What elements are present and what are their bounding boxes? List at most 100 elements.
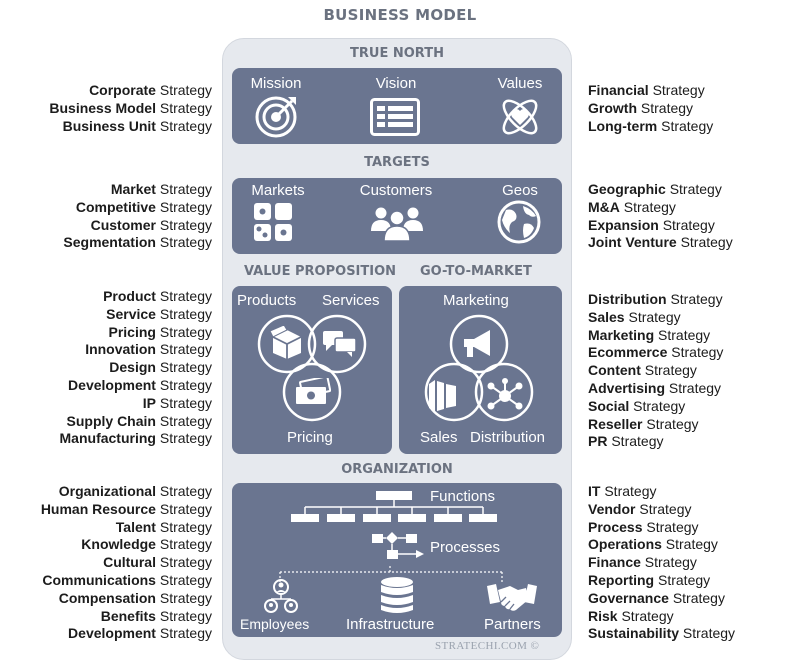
strategy-item: Growth Strategy xyxy=(588,99,694,116)
watermark: STRATECHI.COM © xyxy=(435,640,540,652)
strategy-item: Governance Strategy xyxy=(588,589,725,606)
chat-bubbles-icon xyxy=(323,331,357,357)
strategy-item: Geographic Strategy xyxy=(588,181,722,197)
values-label: Values xyxy=(497,75,543,92)
org-chart-icon xyxy=(291,491,497,522)
section-targets: TARGETS xyxy=(364,155,430,170)
strategy-item: Organizational Strategy xyxy=(58,483,212,499)
strategy-item: Development Strategy xyxy=(68,625,212,642)
section-true-north: TRUE NORTH xyxy=(350,46,444,61)
strategy-item: Market Strategy xyxy=(110,181,212,197)
strategy-item: Reporting Strategy xyxy=(588,571,711,588)
mission-label: Mission xyxy=(250,75,302,92)
document-icon xyxy=(370,98,420,136)
strategy-item: M&A Strategy xyxy=(588,198,676,215)
distribution-network-icon xyxy=(487,378,523,410)
globe-icon xyxy=(497,200,541,244)
strategy-item: PR Strategy xyxy=(588,433,664,450)
strategy-item: Corporate Strategy xyxy=(89,82,212,98)
process-flow-icon xyxy=(372,532,424,559)
products-label: Products xyxy=(237,292,297,309)
go-to-market-panel xyxy=(399,286,562,454)
strategy-item: Development Strategy xyxy=(68,376,212,393)
strategy-item: Sales Strategy xyxy=(588,308,681,325)
section-go-to-market: GO-TO-MARKET xyxy=(420,264,532,279)
sales-funnel-bars-icon xyxy=(429,380,456,412)
strategy-item: Risk Strategy xyxy=(588,607,674,624)
strategy-item: Segmentation Strategy xyxy=(63,234,212,251)
strategy-item: Marketing Strategy xyxy=(588,326,711,343)
markets-label: Markets xyxy=(251,182,305,199)
strategy-item: Manufacturing Strategy xyxy=(59,430,212,447)
target-icon xyxy=(255,96,297,138)
strategy-item: Communications Strategy xyxy=(42,571,212,588)
strategy-item: Financial Strategy xyxy=(588,82,705,98)
strategy-item: Operations Strategy xyxy=(588,536,718,553)
strategy-item: Finance Strategy xyxy=(588,554,697,571)
handshake-icon xyxy=(487,584,537,611)
strategy-item: Supply Chain Strategy xyxy=(66,412,212,429)
strategy-item: Advertising Strategy xyxy=(588,379,722,396)
strategy-item: Reseller Strategy xyxy=(588,415,699,432)
strategy-item: Social Strategy xyxy=(588,397,686,414)
strategy-item: Benefits Strategy xyxy=(100,607,212,624)
geos-label: Geos xyxy=(502,182,538,199)
section-value-proposition: VALUE PROPOSITION xyxy=(244,264,397,279)
strategy-item: Ecommerce Strategy xyxy=(588,344,724,361)
strategy-item: Customer Strategy xyxy=(90,216,212,233)
customers-group-icon xyxy=(371,207,423,241)
product-box-icon xyxy=(270,326,302,359)
go-to-market-venn xyxy=(424,314,534,422)
segments-grid-icon xyxy=(254,203,292,241)
atom-heart-icon xyxy=(502,99,538,135)
sales-label: Sales xyxy=(420,429,458,446)
megaphone-icon xyxy=(464,330,490,357)
strategy-item: Business Unit Strategy xyxy=(62,117,212,134)
strategy-item: Knowledge Strategy xyxy=(81,536,212,553)
strategy-item: Competitive Strategy xyxy=(75,198,212,215)
strategy-item: Talent Strategy xyxy=(115,518,212,535)
strategy-item: Process Strategy xyxy=(588,518,699,535)
strategy-item: Human Resource Strategy xyxy=(40,500,212,517)
strategy-item: Pricing Strategy xyxy=(108,323,213,340)
strategy-item: Product Strategy xyxy=(103,288,212,304)
employees-label: Employees xyxy=(240,616,310,632)
customers-label: Customers xyxy=(359,182,433,199)
strategy-item: Sustainability Strategy xyxy=(588,625,736,642)
strategy-item: Cultural Strategy xyxy=(103,554,212,571)
strategy-item: Distribution Strategy xyxy=(588,291,723,307)
strategy-item: Long-term Strategy xyxy=(588,117,714,134)
strategy-item: Innovation Strategy xyxy=(85,341,212,358)
database-icon xyxy=(381,577,413,613)
distribution-label: Distribution xyxy=(470,429,546,446)
strategy-item: Content Strategy xyxy=(588,362,697,379)
pricing-label: Pricing xyxy=(287,429,333,446)
value-proposition-venn xyxy=(257,314,367,422)
strategy-item: IT Strategy xyxy=(588,483,657,499)
marketing-label: Marketing xyxy=(443,292,509,309)
strategy-item: IP Strategy xyxy=(142,394,212,411)
strategy-item: Design Strategy xyxy=(109,359,212,376)
page-title: BUSINESS MODEL xyxy=(323,6,477,24)
money-bill-icon xyxy=(296,378,331,404)
section-organization: ORGANIZATION xyxy=(341,462,453,477)
vision-label: Vision xyxy=(375,75,417,92)
employees-icon xyxy=(264,579,298,613)
infrastructure-label: Infrastructure xyxy=(346,616,435,633)
strategy-item: Compensation Strategy xyxy=(58,589,212,606)
strategy-item: Service Strategy xyxy=(106,305,212,322)
strategy-item: Joint Venture Strategy xyxy=(588,234,733,251)
strategy-item: Business Model Strategy xyxy=(49,99,212,116)
strategy-item: Expansion Strategy xyxy=(588,216,715,233)
value-proposition-panel xyxy=(232,286,392,454)
functions-label: Functions xyxy=(430,488,496,505)
services-label: Services xyxy=(322,292,380,309)
